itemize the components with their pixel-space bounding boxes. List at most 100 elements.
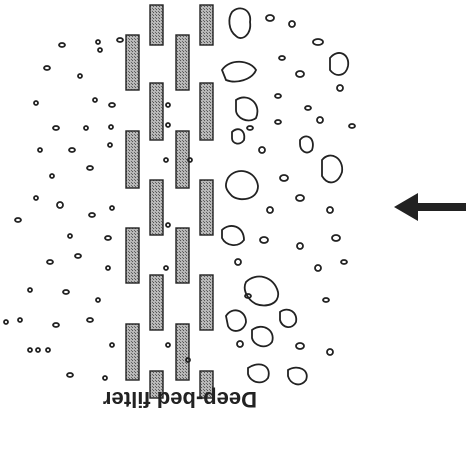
filter-bar bbox=[149, 179, 164, 236]
large-particle bbox=[251, 325, 274, 348]
filter-bar bbox=[199, 274, 214, 331]
particle bbox=[296, 242, 304, 250]
particle bbox=[43, 65, 51, 71]
particle bbox=[265, 14, 275, 22]
particle bbox=[95, 39, 101, 45]
particle bbox=[234, 258, 242, 266]
particle bbox=[45, 347, 51, 353]
filter-bar bbox=[125, 34, 140, 91]
particle bbox=[259, 236, 269, 244]
particle bbox=[163, 265, 169, 271]
particle bbox=[165, 122, 171, 128]
particle bbox=[165, 222, 171, 228]
small-particles bbox=[3, 37, 193, 381]
particle bbox=[83, 125, 89, 131]
particle bbox=[68, 147, 76, 153]
particle bbox=[37, 147, 43, 153]
particle bbox=[246, 125, 254, 131]
particle bbox=[165, 102, 171, 108]
filter-bar bbox=[175, 227, 190, 284]
large-particle bbox=[225, 309, 247, 332]
large-particle bbox=[225, 170, 259, 201]
particle bbox=[66, 372, 74, 378]
particle bbox=[14, 217, 22, 223]
particle bbox=[86, 165, 94, 171]
particle bbox=[86, 317, 94, 323]
large-particle bbox=[247, 363, 270, 384]
filter-bar bbox=[199, 82, 214, 141]
particle bbox=[3, 319, 9, 325]
particle bbox=[105, 265, 111, 271]
filter-bed bbox=[125, 4, 214, 399]
particle bbox=[74, 253, 82, 259]
large-particle bbox=[329, 52, 350, 76]
filter-bar bbox=[149, 370, 164, 399]
large-particle bbox=[287, 366, 308, 386]
particle bbox=[331, 234, 341, 242]
arrow-left-icon bbox=[394, 193, 466, 221]
large-particle bbox=[243, 275, 279, 307]
particle bbox=[312, 38, 324, 46]
filter-bar bbox=[199, 4, 214, 46]
particle bbox=[163, 157, 169, 163]
large-particle bbox=[231, 128, 246, 145]
particle bbox=[295, 342, 305, 350]
particle bbox=[62, 289, 70, 295]
large-particle bbox=[279, 308, 298, 328]
filter-bar bbox=[175, 130, 190, 189]
large-particle bbox=[221, 225, 245, 246]
large-particle bbox=[235, 96, 259, 122]
particle bbox=[92, 97, 98, 103]
particle bbox=[97, 47, 103, 53]
particle bbox=[33, 195, 39, 201]
particle bbox=[88, 212, 96, 218]
large-particle bbox=[321, 154, 343, 184]
particle bbox=[314, 264, 322, 272]
particle bbox=[274, 119, 282, 125]
particle bbox=[56, 201, 64, 209]
filter-bar bbox=[149, 82, 164, 141]
filter-bar bbox=[199, 370, 214, 399]
filter-bar bbox=[149, 4, 164, 46]
filter-bar bbox=[175, 34, 190, 91]
large-particles bbox=[220, 7, 356, 386]
particle bbox=[185, 357, 191, 363]
particle bbox=[35, 347, 41, 353]
particle bbox=[295, 70, 305, 78]
particle bbox=[52, 322, 60, 328]
particle bbox=[288, 20, 296, 28]
filter-bar bbox=[125, 130, 140, 189]
particle bbox=[108, 124, 114, 130]
particle bbox=[322, 297, 330, 303]
particle bbox=[58, 42, 66, 48]
particle bbox=[304, 105, 312, 111]
particle bbox=[46, 259, 54, 265]
particle bbox=[295, 194, 305, 202]
particle bbox=[187, 157, 193, 163]
large-particle bbox=[299, 135, 314, 154]
particle bbox=[67, 233, 73, 239]
particle bbox=[27, 287, 33, 293]
particle bbox=[52, 125, 60, 131]
particle bbox=[316, 116, 324, 124]
particle bbox=[49, 173, 55, 179]
particle bbox=[27, 347, 33, 353]
particle bbox=[279, 174, 289, 182]
filter-bar bbox=[175, 323, 190, 381]
particle bbox=[17, 317, 23, 323]
particle bbox=[165, 342, 171, 348]
filter-bar bbox=[149, 274, 164, 331]
particle bbox=[108, 102, 116, 108]
particle bbox=[258, 146, 266, 154]
particle bbox=[95, 297, 101, 303]
particle bbox=[109, 205, 115, 211]
particle bbox=[109, 342, 115, 348]
particle bbox=[348, 123, 356, 129]
particle bbox=[33, 100, 39, 106]
particle bbox=[236, 340, 244, 348]
particle bbox=[116, 37, 124, 43]
particle bbox=[244, 293, 252, 299]
filter-bar bbox=[199, 179, 214, 236]
particle bbox=[102, 375, 108, 381]
